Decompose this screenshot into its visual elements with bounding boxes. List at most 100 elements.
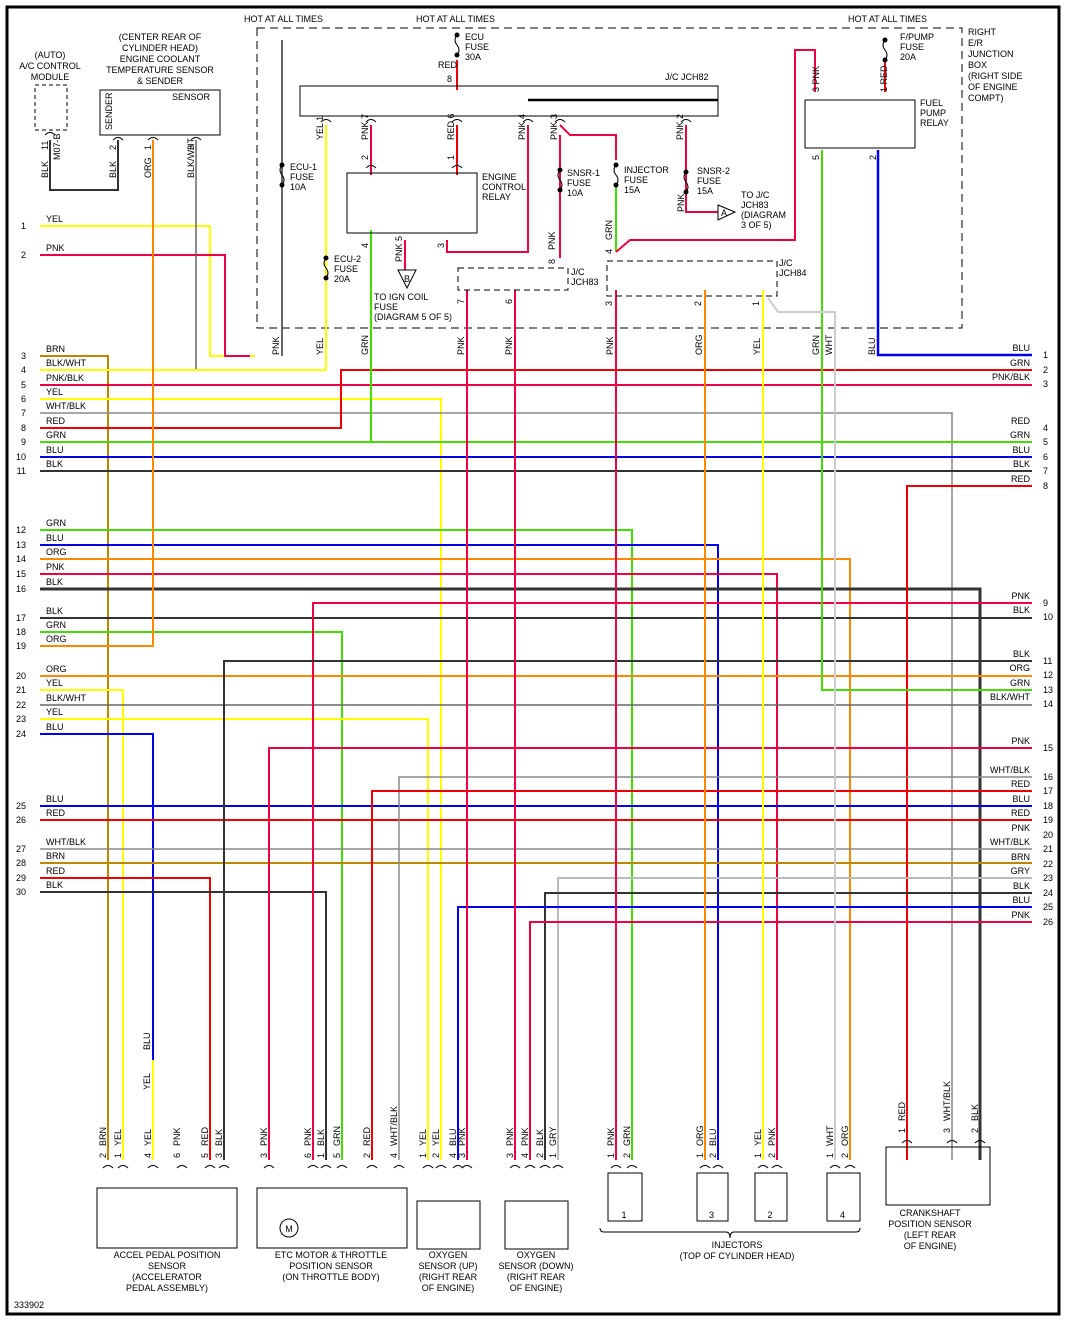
box-exit-wire-label: YEL bbox=[315, 338, 325, 355]
left-pin-number: 21 bbox=[16, 685, 26, 695]
left-wire-label: BRN bbox=[46, 344, 65, 354]
left-wire-label: BLK bbox=[46, 577, 63, 587]
right-pin-number: 6 bbox=[1043, 452, 1048, 462]
pin-terminal bbox=[102, 1165, 114, 1169]
left-pin-number: 30 bbox=[16, 887, 26, 897]
jch83-ref-label: TO J/C bbox=[741, 190, 770, 200]
accel-sensor-label: PEDAL ASSEMBLY) bbox=[126, 1283, 208, 1293]
crankshaft-label: CRANKSHAFT bbox=[899, 1208, 961, 1218]
pin-number: 1 bbox=[825, 1153, 835, 1158]
crankshaft-label: (LEFT REAR bbox=[904, 1230, 957, 1240]
junction-box-label: (RIGHT SIDE bbox=[968, 71, 1022, 81]
right-wire-label: BLK bbox=[1013, 649, 1030, 659]
wire-label: GRN bbox=[604, 220, 614, 240]
ecu-fuse-icon bbox=[454, 34, 460, 56]
right-pin-number: 18 bbox=[1043, 801, 1053, 811]
pin-number: 3 bbox=[259, 1153, 269, 1158]
left-pin-number: 1 bbox=[21, 221, 26, 231]
right-pin-number: 5 bbox=[1043, 437, 1048, 447]
wire-label: YEL bbox=[431, 1129, 441, 1146]
jch83-label: J/C bbox=[571, 267, 585, 277]
o2-down-label: SENSOR (DOWN) bbox=[499, 1261, 574, 1271]
left-pin-number: 22 bbox=[16, 700, 26, 710]
pin-terminal bbox=[626, 1165, 638, 1169]
splice-dot bbox=[613, 182, 619, 188]
pin-label: PNK 5 bbox=[394, 236, 404, 262]
left-wire-label: BLK bbox=[46, 880, 63, 890]
fuel-pump-relay-label: RELAY bbox=[920, 118, 949, 128]
wire-right-11 bbox=[223, 660, 1032, 1160]
pin-terminal bbox=[147, 137, 159, 141]
right-wire-label: PNK bbox=[1011, 823, 1030, 833]
wire-label: YEL bbox=[113, 1129, 123, 1146]
fpump-fuse-label: 20A bbox=[900, 52, 916, 62]
splice-dot bbox=[882, 37, 888, 43]
ecu1-fuse-label: ECU-1 bbox=[290, 162, 317, 172]
inline-lower-wire: YEL bbox=[142, 1073, 152, 1090]
right-wire-label: BLK bbox=[1013, 605, 1030, 615]
pin-terminal bbox=[365, 165, 377, 169]
pin-terminal bbox=[552, 1165, 564, 1169]
pin-terminal bbox=[422, 1165, 434, 1169]
left-pin-number: 12 bbox=[16, 525, 26, 535]
splice-dot bbox=[454, 52, 460, 58]
junction-box-label: BOX bbox=[968, 60, 987, 70]
right-wire-label: WHT/BLK bbox=[990, 765, 1030, 775]
wire-right-26 bbox=[529, 921, 1032, 1160]
wire-fpump-relay-3 bbox=[615, 49, 816, 253]
hot-at-all-times-label: HOT AT ALL TIMES bbox=[244, 14, 323, 24]
o2-up-label: OXYGEN bbox=[429, 1250, 468, 1260]
left-pin-number: 18 bbox=[16, 627, 26, 637]
left-wire-label: BLU bbox=[46, 722, 64, 732]
jch83-ref-label: (DIAGRAM bbox=[741, 210, 786, 220]
left-wire-label: BLU bbox=[46, 445, 64, 455]
left-pin-number: 17 bbox=[16, 613, 26, 623]
o2-up-label: (RIGHT REAR bbox=[419, 1272, 478, 1282]
o2-down-label: OXYGEN bbox=[517, 1250, 556, 1260]
left-wire-label: RED bbox=[46, 866, 66, 876]
left-wire-label: YEL bbox=[46, 387, 63, 397]
pin-terminal bbox=[451, 165, 463, 169]
right-pin-number: 11 bbox=[1043, 656, 1052, 666]
pin-number: 2 bbox=[708, 1153, 718, 1158]
pin-number: 4 bbox=[448, 1153, 458, 1158]
crankshaft-sensor-box bbox=[885, 1146, 991, 1206]
ecu-fuse-label: FUSE bbox=[465, 42, 489, 52]
snsr1-fuse-label: 10A bbox=[567, 188, 583, 198]
etc-label: ETC MOTOR & THROTTLE bbox=[275, 1250, 387, 1260]
right-pin-number: 25 bbox=[1043, 902, 1053, 912]
jch82-pin-label: PNK 3 bbox=[549, 114, 559, 140]
junction-box-label: JUNCTION bbox=[968, 49, 1014, 59]
ref-letter: B bbox=[404, 274, 410, 284]
hot-at-all-times-label: HOT AT ALL TIMES bbox=[416, 14, 495, 24]
wire-label: RED bbox=[200, 1126, 210, 1146]
fuel-pump-relay-box bbox=[804, 99, 916, 149]
ect-sensor-label: (CENTER REAR OF bbox=[119, 32, 202, 42]
wire-left-18 bbox=[40, 631, 343, 1160]
jch82-pin-label: PNK 2 bbox=[675, 114, 685, 140]
left-pin-number: 26 bbox=[16, 815, 26, 825]
wire-label: ORG bbox=[840, 1125, 850, 1146]
pin-terminal bbox=[509, 1165, 521, 1169]
wire-label: BLK bbox=[214, 1129, 224, 1146]
right-wire-label: RED bbox=[1011, 779, 1031, 789]
left-pin-number: 25 bbox=[16, 801, 26, 811]
right-wire-label: BRN bbox=[1011, 852, 1030, 862]
pin-terminal bbox=[320, 1165, 332, 1169]
left-pin-number: 28 bbox=[16, 858, 26, 868]
pin-number: 2 bbox=[431, 1153, 441, 1158]
pin-number: 8 bbox=[447, 74, 452, 84]
right-pin-number: 20 bbox=[1043, 830, 1053, 840]
component-boxes bbox=[34, 32, 991, 1250]
left-wire-label: YEL bbox=[46, 214, 63, 224]
left-pin-number: 3 bbox=[21, 351, 26, 361]
pin-terminal bbox=[771, 1165, 783, 1169]
splice-dot bbox=[323, 275, 329, 281]
wire-right-25 bbox=[457, 906, 1032, 1160]
wire-label: RED bbox=[897, 1101, 907, 1121]
left-pin-number: 20 bbox=[16, 671, 26, 681]
left-pin-number: 8 bbox=[21, 423, 26, 433]
jch82-label: J/C JCH82 bbox=[665, 72, 709, 82]
junction-box-label: E/R bbox=[968, 38, 984, 48]
wire-right-24 bbox=[544, 892, 1032, 1160]
